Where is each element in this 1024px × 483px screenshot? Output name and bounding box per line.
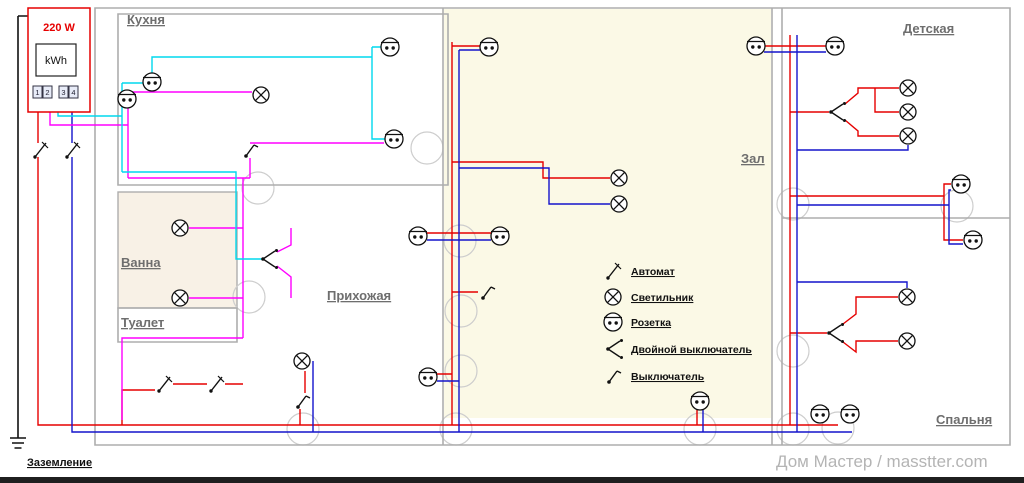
hall-room-fill <box>444 9 771 418</box>
lamp-icon <box>252 86 270 104</box>
neutral-wires <box>71 35 963 433</box>
switch-icon <box>243 144 259 159</box>
meter-label: kWh <box>45 55 67 67</box>
terminal-2: 2 <box>45 88 49 97</box>
panel: 220 W kWh 1 2 3 4 Заземление <box>27 7 92 469</box>
breaker-icon <box>64 141 81 160</box>
legend-item-breaker: Автомат <box>605 262 675 281</box>
lamp-icon <box>899 103 917 121</box>
legend: Автомат Светильник Розетка Двойной выклю… <box>603 262 752 385</box>
socket-icon <box>810 404 830 424</box>
lamp-icon <box>610 169 628 187</box>
socket-icon <box>380 37 400 57</box>
double-switch-icon <box>828 101 847 123</box>
socket-icon <box>408 226 428 246</box>
double-switch-icon <box>826 322 845 344</box>
room-label-toilet: Туалет <box>121 315 164 330</box>
room-label-kids: Детская <box>903 21 954 36</box>
socket-icon <box>825 36 845 56</box>
socket-icon <box>490 226 510 246</box>
walls <box>94 7 1011 446</box>
breaker-icon <box>32 141 49 160</box>
lamp-icon <box>604 288 622 306</box>
room-label-hallway: Прихожая <box>327 288 391 303</box>
watermark-text: Дом Мастер / masstter.com <box>776 452 988 471</box>
terminal-1: 1 <box>35 88 39 97</box>
legend-item-double-switch: Двойной выключатель <box>605 338 752 360</box>
socket-icon <box>117 89 137 109</box>
socket-icon <box>142 72 162 92</box>
bath-room-fill <box>117 191 238 309</box>
legend-label-switch: Выключатель <box>631 371 705 383</box>
terminal-4: 4 <box>71 88 75 97</box>
breaker-icon <box>156 375 173 394</box>
lamp-icon <box>171 219 189 237</box>
lamp-icon <box>610 195 628 213</box>
legend-item-socket: Розетка <box>603 312 671 332</box>
breaker-icon <box>208 375 225 394</box>
socket-icon <box>840 404 860 424</box>
legend-label-breaker: Автомат <box>631 266 675 278</box>
lamp-icon <box>898 332 916 350</box>
room-label-bedroom: Спальня <box>936 412 992 427</box>
ground-wire <box>10 15 28 449</box>
legend-item-switch: Выключатель <box>606 370 705 385</box>
legend-item-lamp: Светильник <box>604 288 694 306</box>
socket-icon <box>746 36 766 56</box>
voltage-label: 220 W <box>43 22 75 34</box>
lamp-icon <box>293 352 311 370</box>
terminal-block: 1 2 3 4 <box>32 85 79 99</box>
terminal-3: 3 <box>61 88 65 97</box>
room-label-bath: Ванна <box>121 255 161 270</box>
cyan-wires <box>57 46 385 260</box>
magenta-wires <box>49 91 384 420</box>
ground-label: Заземление <box>27 457 92 469</box>
socket-icon <box>690 391 710 411</box>
lamp-icon <box>898 288 916 306</box>
lamp-icon <box>899 79 917 97</box>
socket-icon <box>963 230 983 250</box>
bottom-bar <box>0 477 1024 483</box>
legend-label-double-switch: Двойной выключатель <box>631 344 752 356</box>
socket-icon <box>384 129 404 149</box>
socket-icon <box>603 312 623 332</box>
lamp-icon <box>899 127 917 145</box>
room-label-hall: Зал <box>741 151 765 166</box>
double-switch-icon <box>260 248 279 270</box>
switch-icon <box>295 395 311 410</box>
legend-label-socket: Розетка <box>631 317 671 329</box>
lamp-icon <box>171 289 189 307</box>
room-labels: Кухня Ванна Туалет Прихожая Зал Детская … <box>121 12 992 427</box>
meter-box <box>35 43 77 77</box>
socket-icon <box>951 174 971 194</box>
socket-icon <box>418 367 438 387</box>
room-label-kitchen: Кухня <box>127 12 165 27</box>
socket-icon <box>479 37 499 57</box>
legend-label-lamp: Светильник <box>631 292 694 304</box>
